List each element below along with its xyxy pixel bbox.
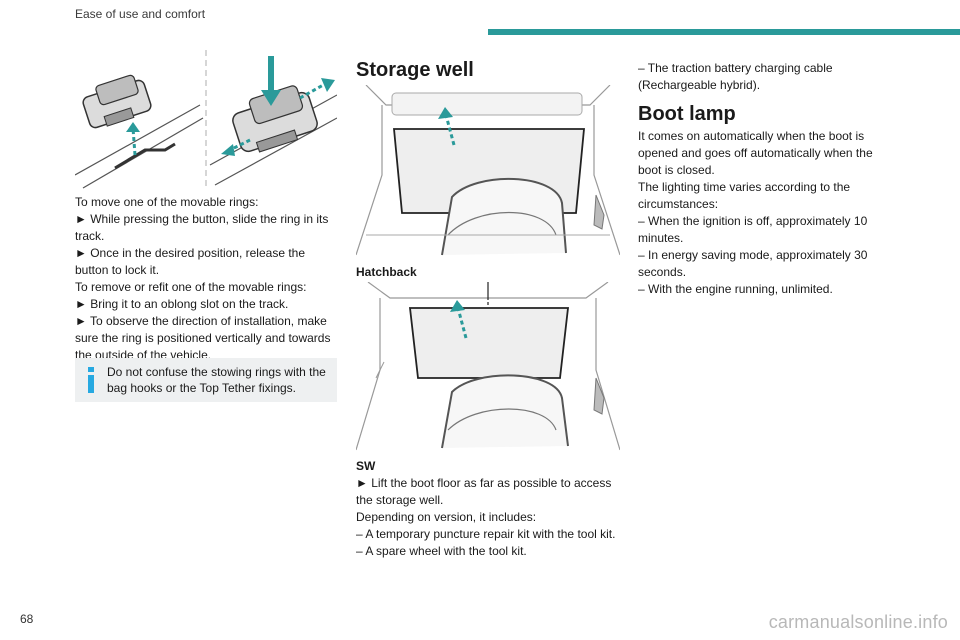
caption-sw: SW [356, 459, 376, 473]
paragraph: ► Once in the desired position, release … [75, 246, 306, 277]
page-number: 68 [20, 612, 34, 626]
hatchback-boot-illustration [356, 85, 620, 256]
info-icon [88, 367, 94, 393]
note-text: Do not confuse the stowing rings with th… [107, 365, 326, 395]
paragraph: ► Bring it to an oblong slot on the trac… [75, 297, 289, 311]
info-note-box: Do not confuse the stowing rings with th… [75, 358, 337, 402]
paragraph: – With the engine running, unlimited. [638, 282, 833, 296]
paragraph: – When the ignition is off, approximatel… [638, 214, 868, 245]
movable-ring-illustration [75, 50, 337, 190]
paragraph: Depending on version, it includes: [356, 510, 537, 524]
storage-well-heading: Storage well [356, 59, 474, 81]
paragraph: ► Lift the boot floor as far as possible… [356, 476, 612, 507]
movable-rings-instructions: To move one of the movable rings: ► Whil… [75, 194, 340, 364]
paragraph: – The traction battery charging cable (R… [638, 61, 833, 92]
watermark: carmanualsonline.info [768, 612, 948, 632]
paragraph: To remove or refit one of the movable ri… [75, 280, 307, 294]
paragraph: – A spare wheel with the tool kit. [356, 544, 527, 558]
section-title: Ease of use and comfort [75, 7, 206, 21]
header-accent-bar [488, 29, 960, 35]
paragraph: – In energy saving mode, approximately 3… [638, 248, 868, 279]
ring-unit-left [82, 74, 152, 129]
ring-unit-right [232, 85, 318, 153]
paragraph: ► While pressing the button, slide the r… [75, 212, 329, 243]
paragraph: To move one of the movable rings: [75, 195, 259, 209]
paragraph: It comes on automatically when the boot … [638, 129, 873, 177]
sw-boot-illustration [356, 282, 620, 451]
paragraph: The lighting time varies according to th… [638, 180, 851, 211]
boot-lamp-heading: Boot lamp [638, 103, 736, 125]
right-column: – The traction battery charging cable (R… [638, 60, 888, 298]
storage-well-instructions: ► Lift the boot floor as far as possible… [356, 475, 620, 560]
paragraph: ► To observe the direction of installati… [75, 314, 331, 362]
paragraph: – A temporary puncture repair kit with t… [356, 527, 616, 541]
caption-hatchback: Hatchback [356, 265, 417, 279]
